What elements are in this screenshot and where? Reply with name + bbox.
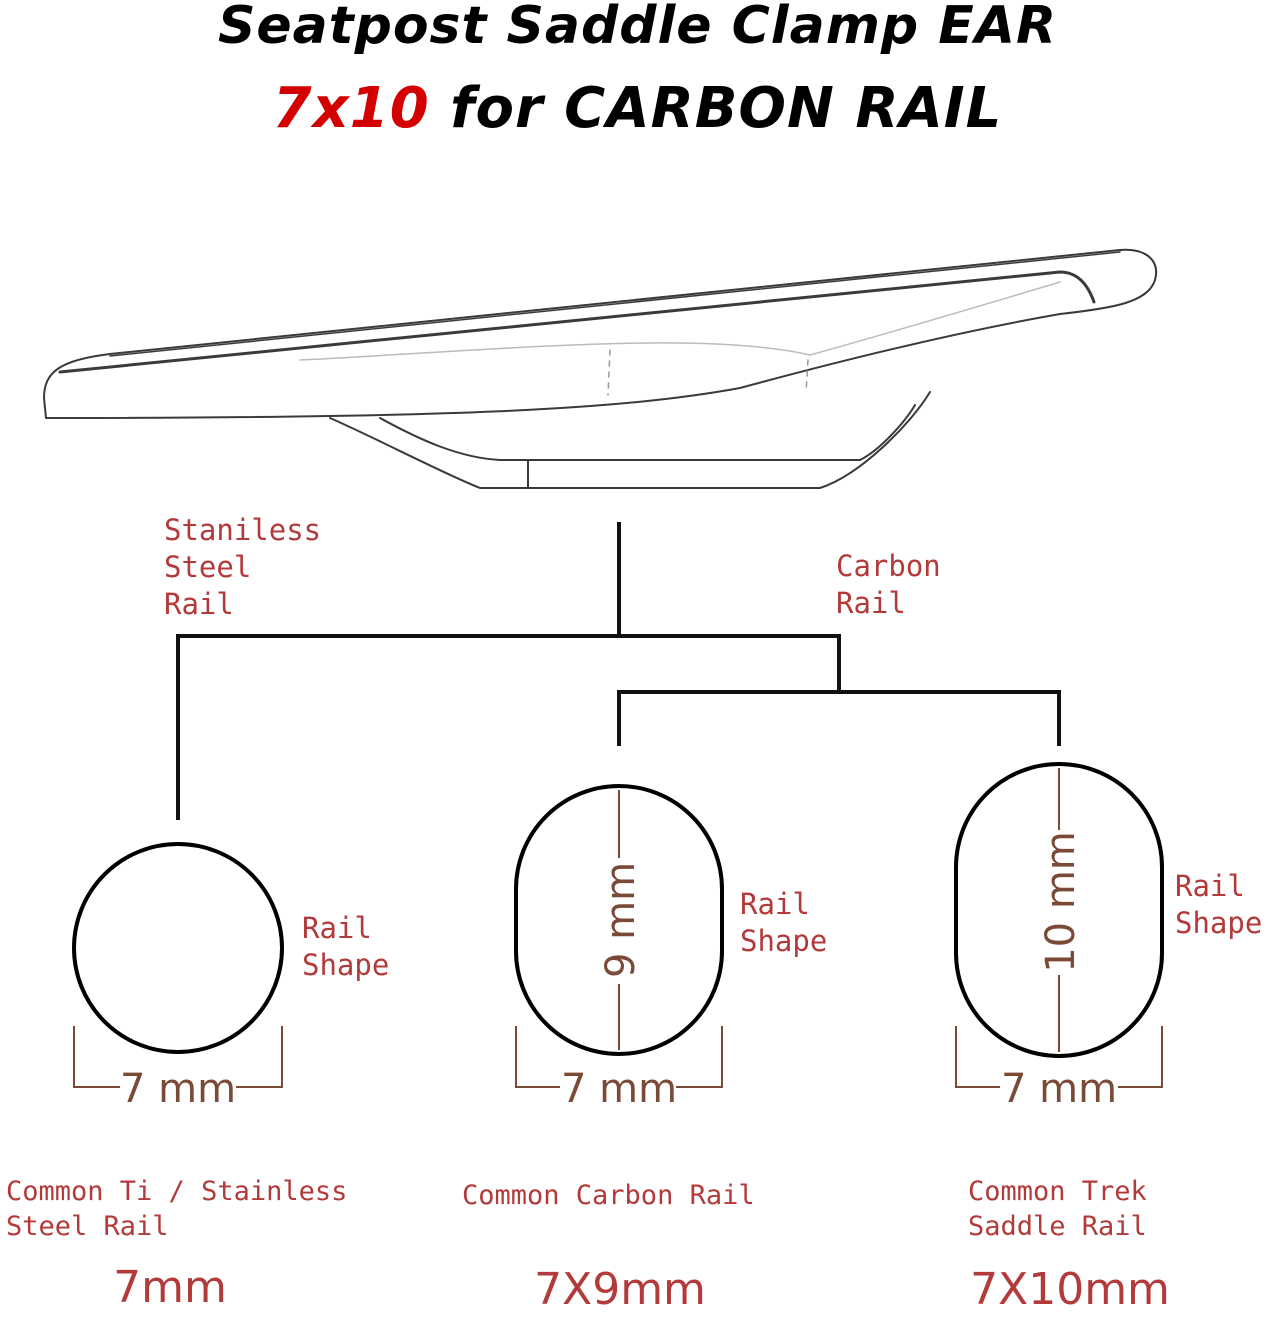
title-line-1: Seatpost Saddle Clamp EAR bbox=[217, 0, 1058, 56]
carbon-rail-branch-label: Carbon Rail bbox=[836, 549, 941, 620]
width-dimension-brackets bbox=[73, 1026, 1163, 1088]
steel-rail-branch-label: Staniless Steel Rail bbox=[164, 513, 322, 621]
caption-round-rail: Common Ti / Stainless Steel Rail bbox=[6, 1176, 348, 1242]
size-round-rail: 7mm bbox=[113, 1262, 227, 1313]
tree-connectors bbox=[176, 522, 1061, 820]
round-rail-shape bbox=[72, 842, 284, 1054]
caption-trek-rail: Common Trek Saddle Rail bbox=[968, 1176, 1147, 1242]
height-dimension-lines bbox=[618, 768, 1060, 1052]
rail-shape-label-7x9: Rail Shape bbox=[740, 887, 828, 958]
width-dim-7x9: 7 mm bbox=[561, 1066, 677, 1112]
height-dim-7x9: 9 mm bbox=[598, 862, 644, 978]
size-carbon-rail: 7X9mm bbox=[534, 1264, 706, 1315]
title-rail-type: for CARBON RAIL bbox=[429, 76, 1003, 141]
oval-rail-shape-7x10 bbox=[954, 762, 1164, 1058]
size-trek-rail: 7X10mm bbox=[970, 1264, 1170, 1315]
width-dim-7x10: 7 mm bbox=[1001, 1066, 1117, 1112]
rail-shape-label-round: Rail Shape bbox=[302, 911, 390, 982]
oval-rail-shape-7x9 bbox=[514, 784, 724, 1056]
title-line-2: 7x10 for CARBON RAIL bbox=[0, 76, 1275, 141]
width-dim-round: 7 mm bbox=[120, 1066, 236, 1112]
caption-carbon-rail: Common Carbon Rail bbox=[462, 1180, 755, 1211]
height-dim-7x10: 10 mm bbox=[1038, 831, 1084, 973]
rail-shape-label-7x10: Rail Shape bbox=[1175, 869, 1263, 940]
saddle-illustration bbox=[43, 248, 1158, 489]
title-rail-size: 7x10 bbox=[272, 76, 430, 141]
